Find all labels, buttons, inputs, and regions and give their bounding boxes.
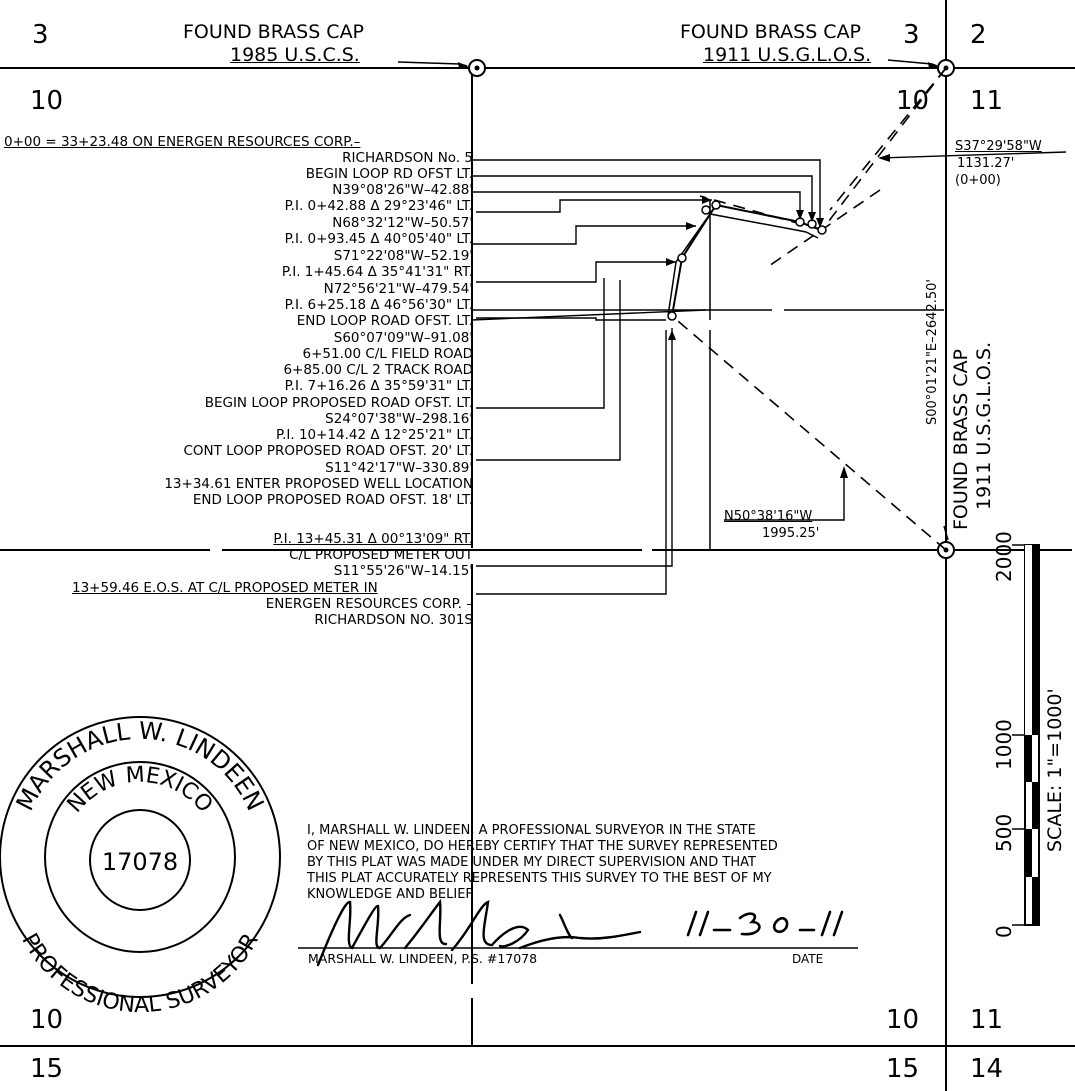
section-number-lower-mid: 10 [886, 1005, 920, 1035]
route-label: S60°07'09"W–91.08' [333, 330, 473, 346]
section-number-bottom-right: 14 [970, 1054, 1004, 1084]
route-label: BEGIN LOOP RD OFST LT. [305, 166, 473, 182]
route-label: END LOOP PROPOSED ROAD OFST. 18' LT. [192, 492, 473, 508]
route-label: RICHARDSON No. 5 [342, 150, 473, 166]
seal-number: 17078 [102, 848, 178, 876]
route-label: P.I. 7+16.26 Δ 35°59'31" LT. [284, 378, 473, 394]
tie-top-distance: 1131.27' [957, 156, 1015, 171]
route-label: 0+00 = 33+23.48 ON ENERGEN RESOURCES COR… [4, 134, 361, 150]
section-number-top-right-b: 2 [970, 20, 987, 50]
monument-east-label-2: 1911 U.S.G.L.O.S. [973, 341, 995, 510]
route-label: P.I. 13+45.31 Δ 00°13'09" RT. [273, 531, 473, 547]
section-number-upper-right: 11 [970, 86, 1004, 116]
tie-bottom-distance: 1995.25' [762, 526, 820, 541]
section-number-bottom-mid: 15 [886, 1054, 920, 1084]
certificate-line: OF NEW MEXICO, DO HEREBY CERTIFY THAT TH… [307, 839, 778, 854]
route-label: S11°42'17"W–330.89' [325, 460, 473, 476]
tie-line-top [821, 67, 947, 231]
route-label: RICHARDSON NO. 301S [314, 612, 473, 628]
scale-tick-1000: 1000 [992, 719, 1016, 770]
scale-tick-2000: 2000 [992, 531, 1016, 582]
section-number-lower-left: 10 [30, 1005, 64, 1035]
tie-line-top-ext [829, 67, 947, 211]
tie-top-bearing: S37°29'58"W [955, 139, 1042, 154]
surveyor-certificate: I, MARSHALL W. LINDEEN, A PROFESSIONAL S… [307, 823, 917, 903]
route-label: N39°08'26"W–42.88' [332, 182, 473, 198]
route-label: P.I. 0+93.45 Δ 40°05'40" LT. [284, 231, 473, 247]
route-label: C/L PROPOSED METER OUT [289, 547, 473, 563]
certificate-line: BY THIS PLAT WAS MADE UNDER MY DIRECT SU… [307, 855, 756, 870]
route-label: N68°32'12"W–50.57' [332, 215, 473, 231]
monument-right-label-1: FOUND BRASS CAP [680, 21, 862, 43]
route-label: P.I. 1+45.64 Δ 35°41'31" RT. [281, 264, 473, 280]
section-number-upper-left: 10 [30, 86, 64, 116]
route-label: 13+59.46 E.O.S. AT C/L PROPOSED METER IN [72, 580, 378, 596]
route-label: P.I. 0+42.88 Δ 29°23'46" LT. [284, 198, 473, 214]
scale-label: SCALE: 1"=1000' [1044, 688, 1066, 852]
signer-name: MARSHALL W. LINDEEN, P.S. #17078 [308, 951, 538, 966]
scale-tick-0: 0 [992, 925, 1016, 938]
tie-line-bottom [671, 315, 947, 551]
section-number-top-right-a: 3 [903, 20, 920, 50]
route-label: S71°22'08"W–52.19' [333, 248, 473, 264]
monument-right-label-2: 1911 U.S.G.L.O.S. [703, 44, 872, 66]
route-label: 6+85.00 C/L 2 TRACK ROAD [283, 362, 473, 378]
route-label: S11°55'26"W–14.15' [333, 563, 473, 579]
route-label: P.I. 10+14.42 Δ 12°25'21" LT. [276, 427, 473, 443]
signature [316, 898, 642, 967]
certificate-line: KNOWLEDGE AND BELIEF [307, 887, 473, 902]
section-number-upper-mid: 10 [896, 86, 930, 116]
section-number-top-left: 3 [32, 20, 49, 50]
scale-bar [1012, 544, 1040, 926]
route-label: ENERGEN RESOURCES CORP. – [265, 596, 473, 612]
route-label: P.I. 6+25.18 Δ 46°56'30" LT. [284, 297, 473, 313]
section-line-call: S00°01'21"E–2642.50' [925, 279, 940, 425]
scale-tick-500: 500 [992, 813, 1016, 852]
section-number-bottom-left: 15 [30, 1054, 64, 1084]
route-label: N72°56'21"W–479.54' [323, 281, 473, 297]
section-number-lower-right: 11 [970, 1005, 1004, 1035]
certificate-line: THIS PLAT ACCURATELY REPRESENTS THIS SUR… [307, 871, 772, 886]
tie-bottom-bearing: N50°38'16"W [724, 509, 813, 524]
route-label: CONT LOOP PROPOSED ROAD OFST. 20' LT. [183, 443, 473, 459]
route-label: END LOOP ROAD OFST. LT. [296, 313, 473, 329]
monument-east-label-1: FOUND BRASS CAP [950, 348, 972, 530]
date-label: DATE [792, 952, 824, 966]
monument-left-label-2: 1985 U.S.C.S. [230, 44, 360, 66]
route-label: 13+34.61 ENTER PROPOSED WELL LOCATION [164, 476, 473, 492]
certificate-line: I, MARSHALL W. LINDEEN, A PROFESSIONAL S… [307, 823, 756, 838]
monument-left [468, 59, 486, 77]
route-label: 6+51.00 C/L FIELD ROAD [302, 346, 473, 362]
tie-top-station: (0+00) [955, 173, 1001, 188]
route-label: S24°07'38"W–298.16' [325, 411, 473, 427]
route-label: BEGIN LOOP PROPOSED ROAD OFST. LT. [204, 395, 473, 411]
monument-left-label-1: FOUND BRASS CAP [183, 21, 365, 43]
surveyor-seal [0, 716, 281, 998]
